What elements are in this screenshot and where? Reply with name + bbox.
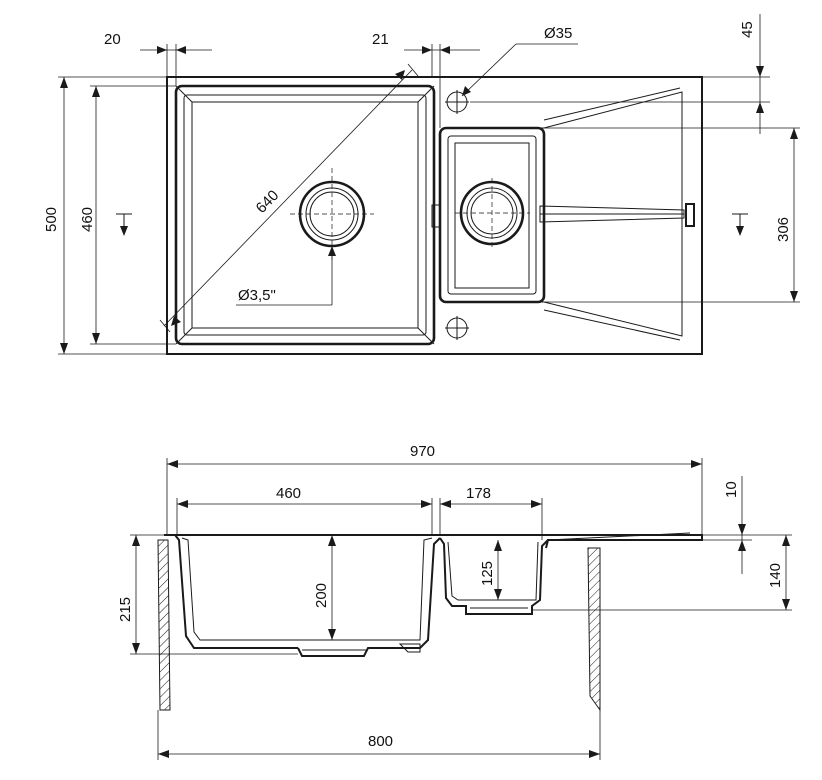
dim-140: 140 — [532, 534, 792, 611]
dim-20: 20 — [104, 31, 212, 86]
hole-diameter-leader: Ø35 — [461, 25, 578, 97]
big-bowl-width-label: 460 — [276, 485, 301, 502]
dim-460-side: 460 — [176, 485, 433, 535]
section-marker-left — [116, 213, 132, 236]
drainboard — [460, 87, 695, 341]
small-bowl-depth-side-label: 125 — [479, 561, 496, 586]
cabinet-wall-right — [587, 547, 601, 712]
side-view: 970 460 178 — [117, 443, 792, 760]
diagonal-dimension: 640 — [159, 63, 419, 333]
dim-10: 10 — [702, 476, 752, 574]
dim-21: 21 — [372, 31, 480, 128]
dim-45: 45 — [470, 14, 770, 134]
total-depth-label: 500 — [43, 207, 60, 232]
small-bowl-outer-height-label: 140 — [767, 563, 784, 588]
drain-size-label: Ø3,5" — [238, 287, 276, 304]
dim-306: 306 — [544, 127, 800, 303]
dim-800: 800 — [157, 710, 601, 760]
cabinet-wall-left — [157, 539, 171, 711]
rim-thickness-label: 10 — [723, 481, 740, 498]
dim-178: 178 — [439, 485, 543, 540]
section-marker-right — [732, 213, 748, 236]
drain-leader: Ø3,5" — [236, 246, 336, 306]
hole-diameter-label: Ø35 — [544, 25, 572, 42]
sink-profile — [164, 532, 703, 657]
small-bowl-width-label: 178 — [466, 485, 491, 502]
big-bowl-outer-height-label: 215 — [117, 597, 134, 622]
dim-970: 970 — [166, 443, 703, 540]
edge-margin-label: 20 — [104, 31, 121, 48]
dim-215: 215 — [117, 534, 298, 655]
total-width-label: 970 — [410, 443, 435, 460]
dim-125: 125 — [479, 540, 502, 600]
diagonal-label: 640 — [253, 187, 283, 217]
inner-depth-label: 460 — [79, 207, 96, 232]
dim-500: 500 — [43, 76, 167, 355]
dim-200: 200 — [313, 535, 336, 640]
top-view: 640 Ø3,5" — [43, 14, 800, 355]
small-bowl — [438, 126, 546, 304]
tap-hole-bottom — [445, 316, 469, 340]
large-bowl — [174, 84, 436, 346]
tap-hole-top — [445, 90, 469, 114]
sink-outline — [166, 76, 703, 355]
cabinet-width-label: 800 — [368, 733, 393, 750]
divider-width-label: 21 — [372, 31, 389, 48]
small-bowl-depth-label: 306 — [775, 217, 792, 242]
big-bowl-inner-depth-label: 200 — [313, 583, 330, 608]
hole-offset-label: 45 — [739, 21, 756, 38]
dim-460-top: 460 — [79, 85, 176, 345]
